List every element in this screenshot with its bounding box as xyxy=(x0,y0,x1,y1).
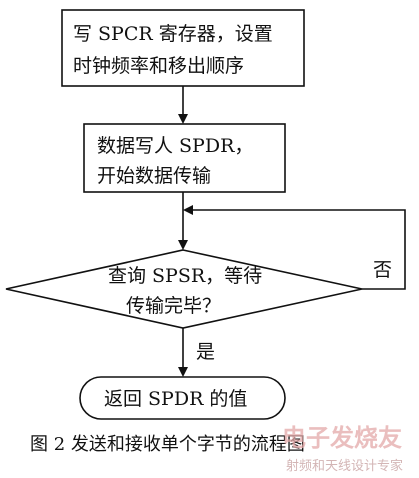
loop-back-line xyxy=(189,209,406,290)
step-spcr-line2: 时钟频率和移出顺序 xyxy=(73,55,244,77)
figure-caption: 图 2 发送和接收单个字节的流程图 xyxy=(30,434,305,455)
watermark-subtitle: 射频和天线设计专家 xyxy=(286,458,403,474)
watermark-logo-text: 电子发烧友 xyxy=(282,424,402,452)
yes-label: 是 xyxy=(196,341,215,363)
arrow-head-end xyxy=(178,367,188,377)
end-terminal xyxy=(79,376,286,420)
step-spcr-line1: 写 SPCR 寄存器，设置 xyxy=(73,23,273,45)
step-spdr-line2: 开始数据传输 xyxy=(97,165,211,187)
decision-line1: 查询 SPSR，等待 xyxy=(108,265,262,287)
step-spdr-line1: 数据写人 SPDR， xyxy=(97,135,253,157)
step-spdr-box xyxy=(83,123,286,193)
no-label: 否 xyxy=(373,259,392,281)
arrow-head-decision xyxy=(178,240,188,250)
arrow-head-step2 xyxy=(178,114,188,124)
decision-line2: 传输完毕？ xyxy=(126,295,221,317)
end-terminal-label: 返回 SPDR 的值 xyxy=(104,388,247,410)
step-spcr-box xyxy=(61,9,305,87)
loop-back-arrow-head xyxy=(183,205,193,215)
